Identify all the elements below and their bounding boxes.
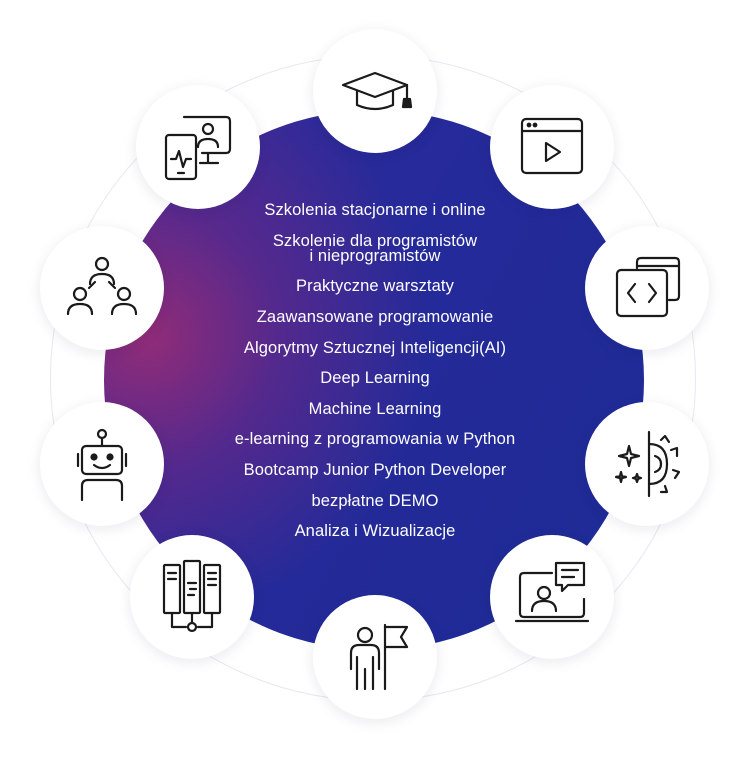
feature-list: Szkolenia stacjonarne i online Szkolenie…	[180, 201, 570, 555]
feature-item: Bootcamp Junior Python Developer	[243, 461, 507, 480]
node-left-upper	[40, 226, 164, 350]
server-network-icon	[162, 559, 222, 633]
node-top	[313, 29, 437, 153]
node-bottom	[313, 595, 437, 719]
feature-item: Praktyczne warsztaty	[296, 277, 454, 296]
code-windows-icon	[615, 256, 681, 318]
graduation-cap-icon	[341, 71, 413, 111]
ai-gear-sparkle-icon	[614, 430, 681, 498]
feature-item: Szkolenia stacjonarne i online	[264, 201, 486, 219]
feature-item: Szkolenie dla programistów	[272, 231, 478, 250]
feature-item: e-learning z programowania w Python	[234, 430, 516, 449]
feature-item: i nieprogramistów	[309, 246, 441, 265]
node-right-lower	[585, 402, 709, 526]
node-top-right	[490, 85, 614, 209]
feature-item: Zaawansowane programowanie	[256, 308, 494, 327]
feature-item: Analiza i Wizualizacje	[294, 522, 456, 541]
person-flag-icon	[349, 623, 409, 691]
feature-item: Machine Learning	[308, 399, 442, 418]
node-left-lower	[40, 402, 164, 526]
node-right-upper	[585, 226, 709, 350]
node-bottom-left	[130, 535, 254, 659]
feature-item: Algorytmy Sztucznej Inteligencji(AI)	[243, 338, 507, 357]
node-top-left	[136, 85, 260, 209]
feature-item: Deep Learning	[320, 369, 430, 388]
video-chat-icon	[514, 561, 590, 623]
video-player-icon	[520, 117, 584, 175]
team-network-icon	[66, 256, 138, 316]
remote-monitoring-icon	[164, 115, 232, 181]
node-bottom-right	[490, 535, 614, 659]
robot-icon	[76, 428, 128, 502]
feature-item: bezpłatne DEMO	[311, 491, 439, 510]
